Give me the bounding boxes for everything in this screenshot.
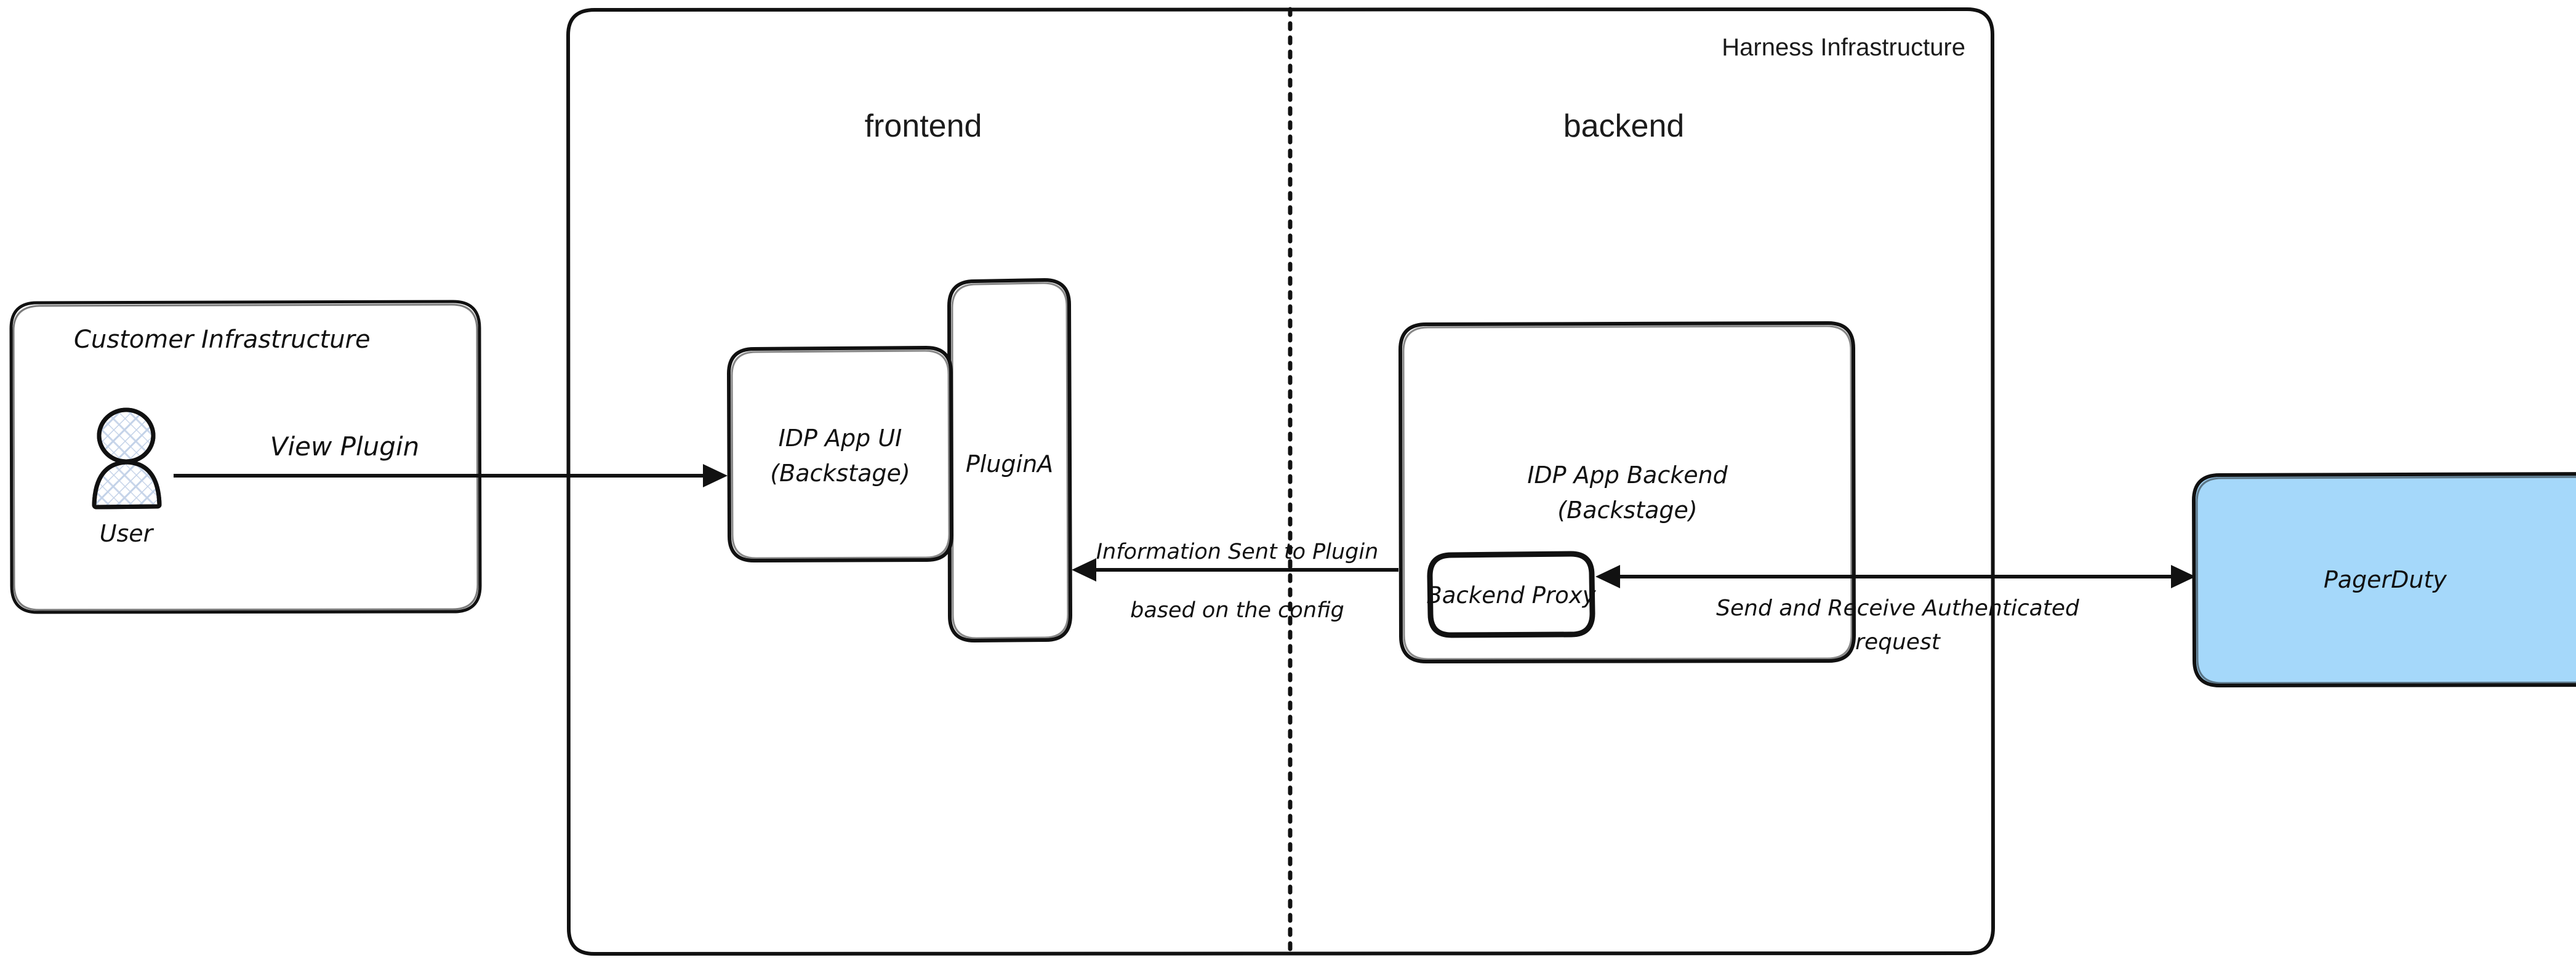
idp-app-backend-label-line1: IDP App Backend — [1527, 462, 1728, 489]
pagerduty-label: PagerDuty — [2324, 566, 2447, 593]
backend-zone-label: backend — [1563, 108, 1685, 144]
arrowhead-left-icon — [1595, 565, 1620, 588]
arrowhead-right-icon — [2171, 565, 2196, 588]
idp-app-backend-label-line2: (Backstage) — [1557, 497, 1697, 524]
plugin-a-label: PluginA — [966, 450, 1053, 478]
idp-app-ui-node[interactable]: IDP App UI (Backstage) — [727, 346, 953, 562]
idp-app-ui-label-line1: IDP App UI — [779, 425, 902, 452]
edge-authenticated-request[interactable]: Send and Receive Authenticated request — [1595, 565, 2196, 655]
edge-authenticated-request-label-line2: request — [1855, 630, 1941, 655]
pagerduty-node[interactable]: PagerDuty — [2192, 472, 2576, 687]
arrowhead-right-icon — [703, 464, 728, 487]
frontend-zone-label: frontend — [865, 108, 982, 144]
edge-information-sent-label-line2: based on the config — [1130, 598, 1344, 623]
edge-view-plugin[interactable]: View Plugin — [174, 431, 728, 487]
user-label: User — [100, 520, 154, 547]
backend-proxy-label: Backend Proxy — [1426, 582, 1596, 609]
harness-infrastructure-label: Harness Infrastructure — [1722, 34, 1965, 61]
edge-information-sent-label-line1: Information Sent to Plugin — [1096, 540, 1379, 564]
customer-infrastructure-container: Customer Infrastructure — [9, 300, 482, 614]
arrowhead-left-icon — [1072, 558, 1096, 582]
edge-authenticated-request-label-line1: Send and Receive Authenticated — [1716, 596, 2080, 621]
edge-information-sent[interactable]: Information Sent to Plugin based on the … — [1072, 540, 1398, 623]
user-node[interactable]: User — [92, 407, 164, 547]
edge-view-plugin-label: View Plugin — [270, 431, 420, 462]
backend-proxy-node[interactable]: Backend Proxy — [1426, 551, 1597, 638]
customer-infrastructure-label: Customer Infrastructure — [74, 326, 371, 354]
harness-infrastructure-container: Harness Infrastructure — [566, 7, 1995, 956]
idp-app-ui-label-line2: (Backstage) — [770, 460, 910, 487]
plugin-a-node[interactable]: PluginA — [947, 278, 1072, 642]
person-icon — [92, 407, 162, 510]
